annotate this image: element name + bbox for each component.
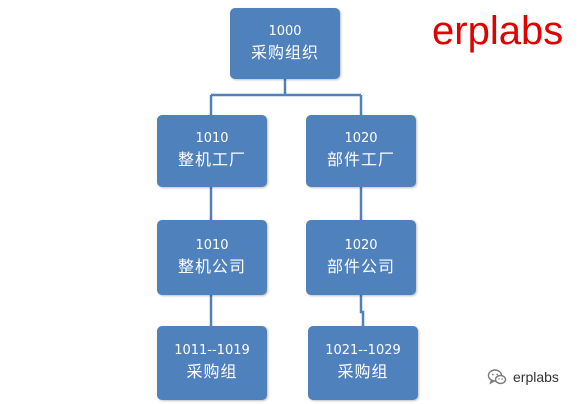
node-label: 采购组织 xyxy=(250,42,319,62)
node-code: 1011--1019 xyxy=(174,343,250,358)
node-company-right: 1020 部件公司 xyxy=(306,220,416,295)
connector-right-company-group xyxy=(359,295,365,326)
node-code: 1010 xyxy=(195,131,229,146)
watermark: erplabs xyxy=(487,367,559,387)
node-label: 采购组 xyxy=(337,362,389,381)
node-label: 整机公司 xyxy=(177,256,246,276)
node-group-right: 1021--1029 采购组 xyxy=(308,326,418,400)
node-plant-right: 1020 部件工厂 xyxy=(306,115,416,187)
node-label: 部件工厂 xyxy=(326,150,395,169)
wechat-icon xyxy=(487,369,507,385)
node-code: 1021--1029 xyxy=(325,343,401,358)
node-code: 1010 xyxy=(195,237,229,253)
node-label: 整机工厂 xyxy=(177,150,246,169)
node-label: 采购组 xyxy=(186,362,238,381)
node-code: 1020 xyxy=(344,237,378,253)
node-code: 1020 xyxy=(344,131,378,146)
brand-title: erplabs xyxy=(432,9,564,53)
watermark-text: erplabs xyxy=(513,369,559,385)
node-group-left: 1011--1019 采购组 xyxy=(157,326,267,400)
node-code: 1000 xyxy=(268,23,302,39)
node-company-left: 1010 整机公司 xyxy=(157,220,267,295)
node-purchasing-org: 1000 采购组织 xyxy=(230,8,340,79)
node-label: 部件公司 xyxy=(326,256,395,276)
node-plant-left: 1010 整机工厂 xyxy=(157,115,267,187)
